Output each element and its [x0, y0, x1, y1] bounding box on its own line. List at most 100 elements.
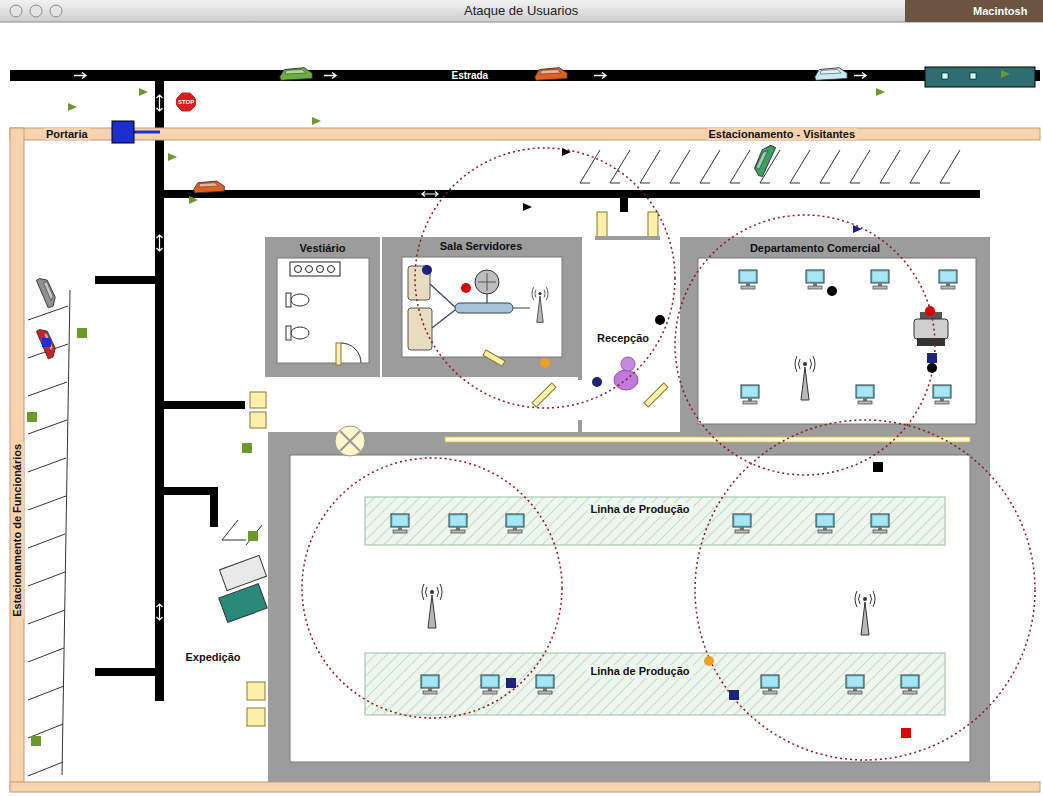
toilet	[291, 327, 309, 339]
computer	[846, 675, 864, 694]
coverage-zone	[675, 215, 935, 475]
agent-triangle	[139, 88, 148, 96]
reception-area: Recepção	[585, 330, 661, 348]
hall-wall	[268, 432, 990, 782]
car	[194, 181, 225, 193]
room-name: Recepção	[594, 332, 652, 345]
door-swing	[341, 343, 361, 363]
room: Sala Servidores	[382, 237, 580, 367]
road	[163, 487, 218, 495]
truck	[925, 67, 1035, 87]
room-name: Departamento Comercial	[747, 242, 883, 255]
router-detail	[478, 273, 496, 291]
road	[95, 276, 157, 284]
title-bar-edge	[0, 22, 1043, 23]
truck-window	[970, 73, 976, 79]
agent-triangle	[853, 225, 862, 233]
computer	[481, 675, 499, 694]
access-point	[855, 591, 875, 635]
road-arrow	[157, 235, 163, 251]
coverage-zone	[695, 420, 1035, 760]
dock-stalls	[222, 520, 262, 545]
door	[644, 383, 668, 407]
room-wall	[680, 237, 990, 432]
door	[483, 350, 505, 366]
computer	[761, 675, 779, 694]
door	[597, 212, 607, 238]
agent-square	[729, 690, 739, 700]
agent-dot	[827, 286, 837, 296]
line-name: Linha de Produção	[587, 503, 692, 516]
agent-dot	[925, 306, 935, 316]
production-band	[365, 653, 945, 715]
agent-square	[31, 736, 41, 746]
computer	[856, 385, 874, 404]
road	[155, 81, 164, 701]
room-name: Sala Servidores	[437, 240, 526, 253]
road	[163, 190, 980, 198]
computer	[871, 514, 889, 533]
road	[210, 487, 218, 527]
road-arrow	[594, 73, 606, 79]
area-name: Expedição	[184, 651, 243, 664]
receptionist	[621, 357, 635, 371]
road	[95, 668, 157, 676]
sign-text: STOP	[176, 99, 196, 105]
line-name: Linha de Produção	[587, 665, 692, 678]
agent-dot	[655, 315, 665, 325]
road-arrow	[324, 73, 336, 79]
room-wall	[265, 237, 380, 377]
computer	[933, 385, 951, 404]
desktop-strip	[905, 0, 1043, 22]
window-button	[50, 5, 62, 17]
car	[36, 276, 58, 309]
access-point	[532, 287, 548, 322]
computer	[816, 514, 834, 533]
window-button	[30, 5, 42, 17]
computer	[506, 514, 524, 533]
agent-dot	[540, 358, 550, 368]
computer	[739, 270, 757, 289]
agent-triangle	[523, 203, 532, 211]
agent-triangle	[876, 88, 885, 96]
production-line: Linha de Produção	[365, 497, 915, 545]
agent-square	[901, 728, 911, 738]
agent-square	[506, 678, 516, 688]
agent-triangle	[312, 117, 321, 125]
turnstile	[340, 431, 360, 451]
hall-floor	[290, 455, 970, 762]
computer	[939, 270, 957, 289]
toilet	[291, 294, 309, 306]
computer	[733, 514, 751, 533]
door	[247, 682, 265, 700]
agent-dot	[704, 656, 714, 666]
locker	[306, 266, 313, 273]
road-name: Estrada	[450, 70, 491, 82]
room: Departamento Comercial	[680, 237, 950, 432]
door	[648, 212, 658, 238]
car	[36, 327, 58, 360]
boundary-band	[10, 128, 24, 790]
door	[250, 412, 266, 428]
computer	[421, 675, 439, 694]
agent-dot	[927, 363, 937, 373]
agent-square	[77, 328, 87, 338]
car	[535, 68, 567, 81]
locker	[317, 266, 324, 273]
car	[815, 68, 847, 81]
locker	[328, 266, 335, 273]
boundary-band	[10, 128, 1040, 140]
room-floor	[698, 258, 976, 424]
locker	[295, 266, 302, 273]
desktop-icon-name: Macintosh	[971, 5, 1029, 18]
computer	[871, 270, 889, 289]
agent-dot	[461, 283, 471, 293]
computer	[391, 514, 409, 533]
coverage-zone	[302, 458, 562, 718]
truck	[220, 555, 267, 590]
marker-triangle	[1001, 70, 1010, 78]
agent-triangle	[189, 196, 198, 204]
door	[336, 343, 341, 365]
